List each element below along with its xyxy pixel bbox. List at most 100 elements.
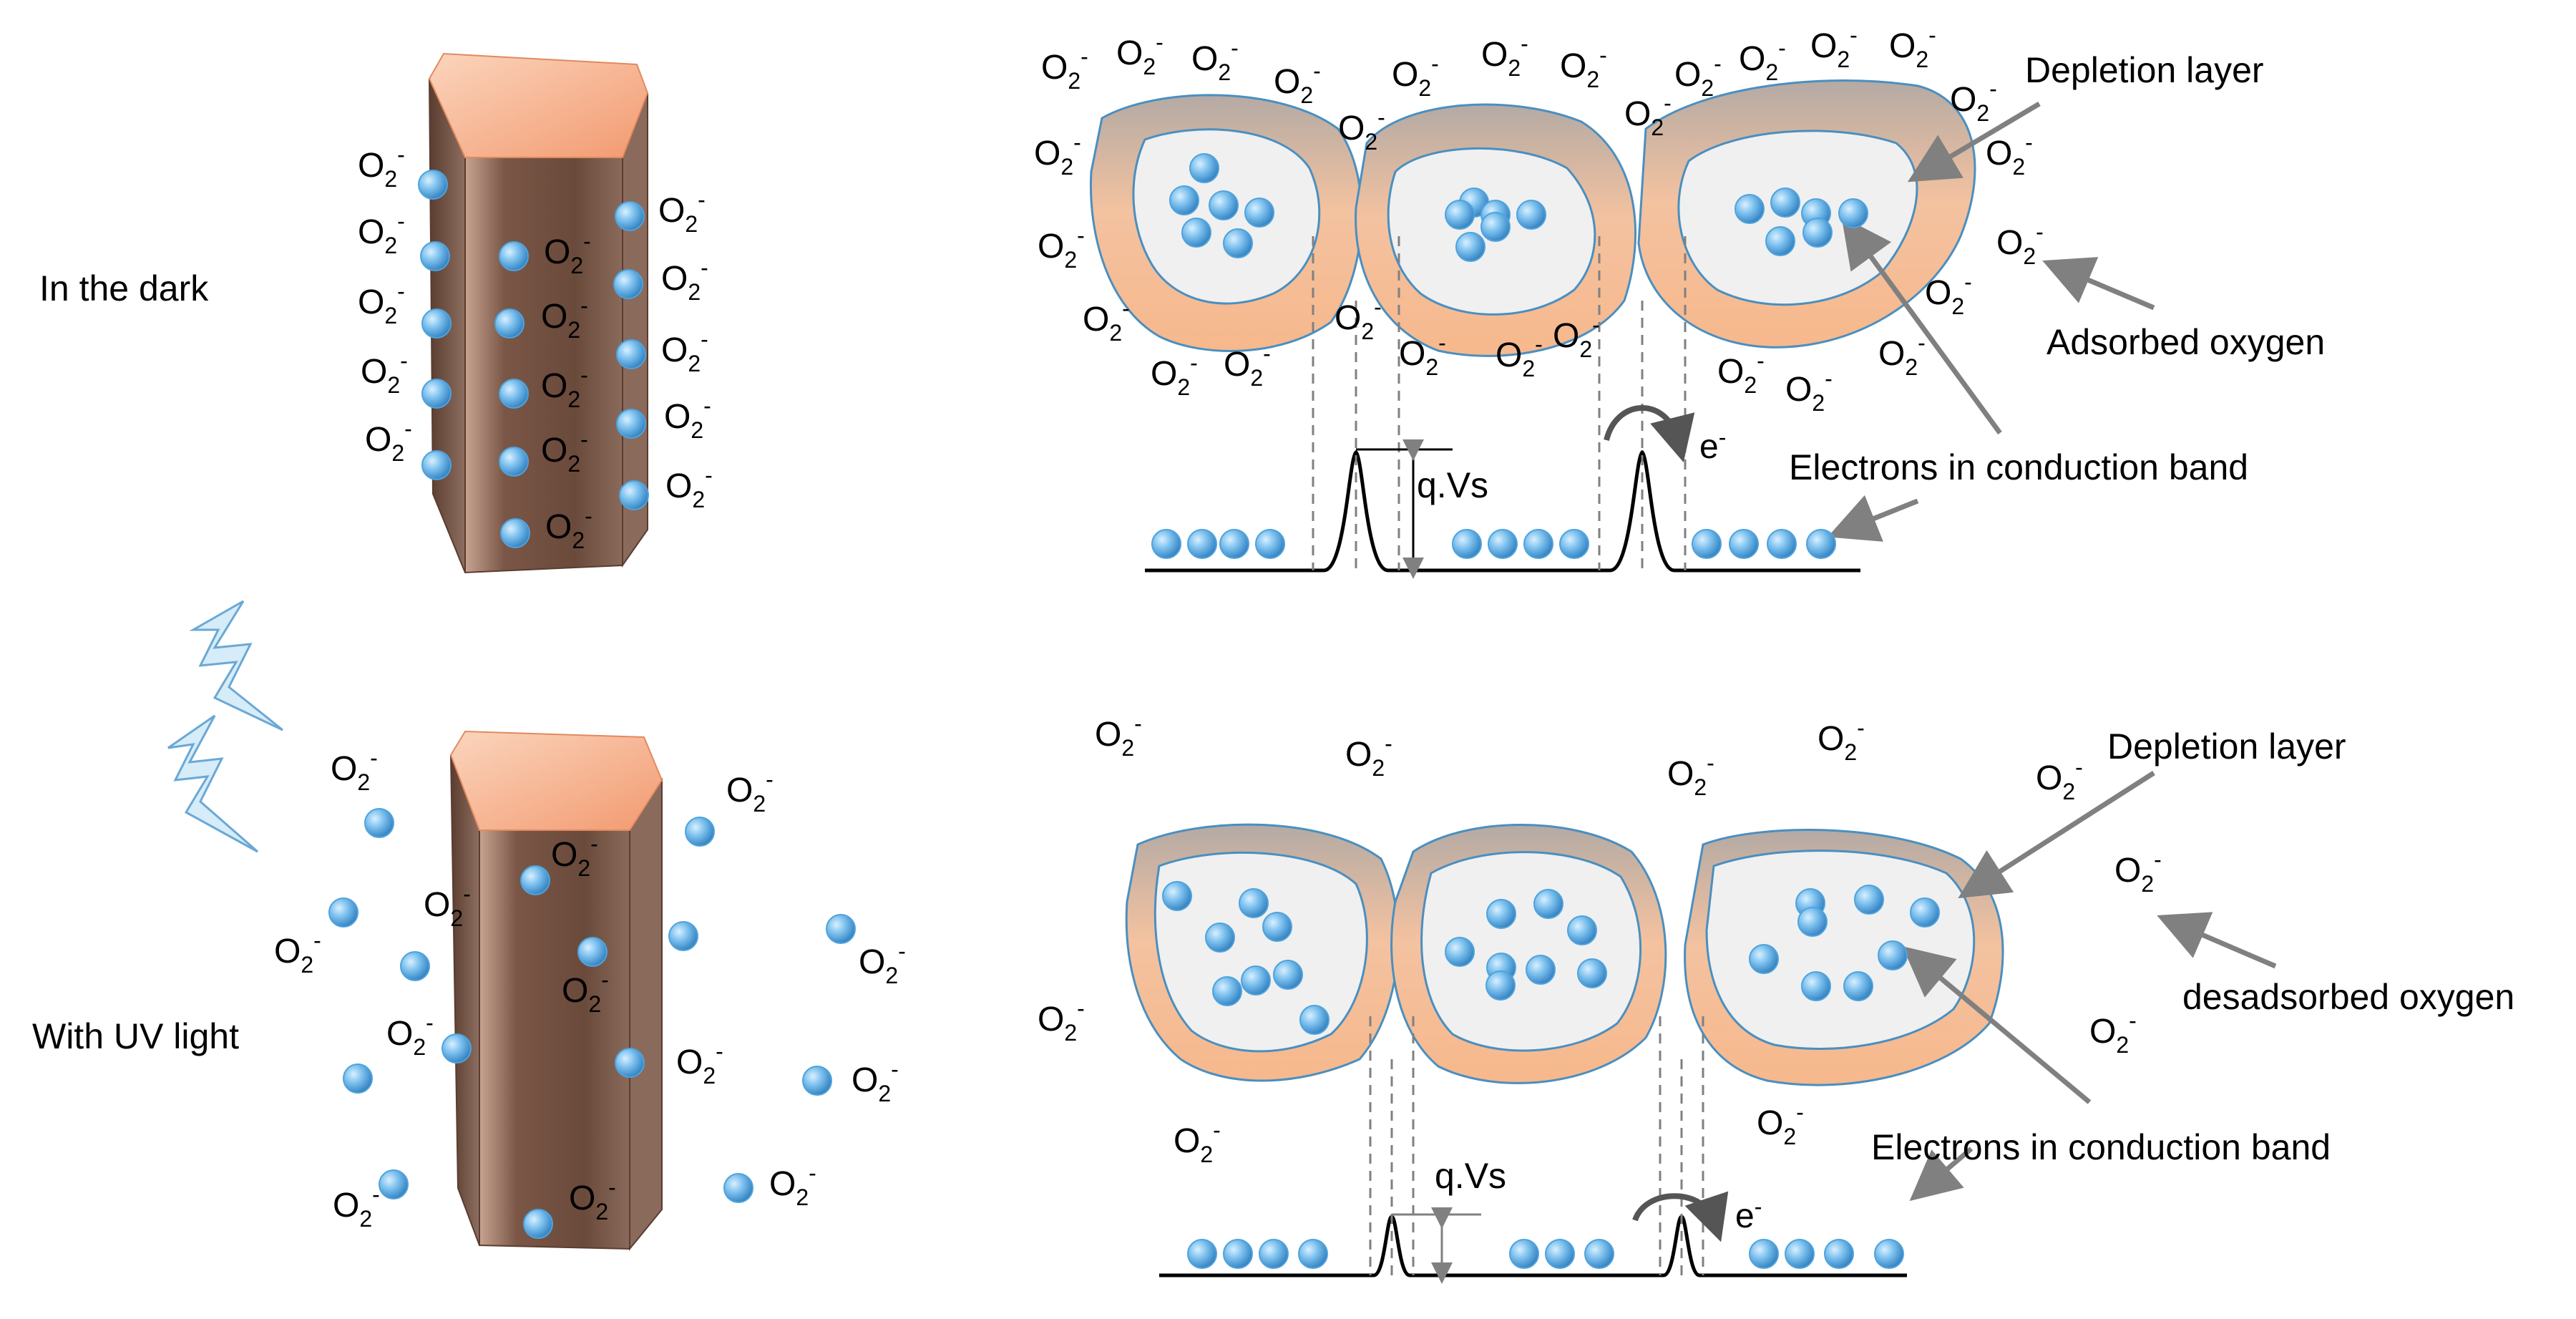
electron-dot	[499, 241, 529, 271]
electron-dot	[1241, 965, 1271, 996]
electron-dot	[400, 951, 430, 981]
oxygen-ion-label: O2-	[726, 766, 774, 817]
electron-dot	[619, 480, 649, 510]
oxygen-ion-label: O2-	[1274, 58, 1321, 108]
electron-dot	[1445, 200, 1475, 230]
oxygen-ion-label: O2-	[1560, 42, 1607, 92]
label-in-dark: In the dark	[39, 268, 209, 308]
electron-dot	[1785, 1239, 1815, 1269]
electron-dot	[1239, 888, 1269, 918]
oxygen-ion-label: O2-	[1041, 44, 1088, 94]
electron-dot	[1797, 907, 1828, 937]
oxygen-ion-label: O2-	[424, 881, 471, 931]
electron-dot	[685, 817, 715, 847]
oxygen-ion-label: O2-	[1191, 35, 1239, 85]
oxygen-ion-label: O2-	[562, 967, 609, 1017]
electron-dot	[1692, 529, 1722, 559]
oxygen-ion-label: O2-	[2089, 1008, 2137, 1058]
label-desadsorbed-oxygen: desadsorbed oxygen	[2182, 977, 2514, 1017]
oxygen-ion-label: O2-	[664, 393, 711, 443]
barrier-marker-top	[1356, 439, 1453, 579]
electron-dot	[1223, 1239, 1253, 1269]
uv-bolt-upper-icon	[189, 600, 283, 731]
electron-dot	[1526, 955, 1556, 985]
electron-dot	[1485, 970, 1516, 1001]
electron-dot	[1878, 940, 1908, 970]
oxygen-ion-label: O2-	[1174, 1117, 1221, 1167]
oxygen-ion-label: O2-	[1338, 104, 1385, 155]
grain-bottom-left	[1125, 823, 1400, 1082]
oxygen-ion-label: O2-	[661, 326, 708, 376]
electron-dot	[1223, 228, 1253, 258]
oxygen-ion-label: O2-	[1785, 366, 1833, 416]
electron-dot	[1735, 194, 1765, 224]
electron-dot	[1181, 218, 1211, 248]
oxygen-ion-label: O2-	[333, 1182, 380, 1232]
oxygen-ion-label: O2-	[361, 348, 408, 398]
electron-dot	[1767, 529, 1797, 559]
oxygen-ion-label: O2-	[551, 831, 598, 881]
grain-top-left	[1089, 94, 1363, 352]
oxygen-ion-label: O2-	[541, 427, 588, 477]
electron-dot	[1516, 200, 1546, 230]
label-depletion-bottom: Depletion layer	[2107, 726, 2346, 766]
electron-dot	[1255, 529, 1285, 559]
electron-dot	[421, 308, 452, 339]
oxygen-ion-label: O2-	[1116, 29, 1163, 79]
oxygen-ion-label: O2-	[1889, 22, 1936, 72]
oxygen-ion-label: O2-	[1151, 350, 1198, 400]
electron-dot	[420, 241, 450, 271]
electron-dot	[613, 269, 643, 299]
electron-dot	[1189, 153, 1219, 183]
oxygen-ion-label: O2-	[1038, 223, 1085, 273]
electron-dot	[1749, 944, 1779, 974]
electron-dot	[1843, 971, 1873, 1001]
electron-label-bottom: e-	[1735, 1194, 1762, 1235]
oxygen-ion-label: O2-	[1717, 348, 1765, 398]
electron-dot	[1729, 529, 1759, 559]
oxygen-ion-label: O2-	[1481, 31, 1528, 81]
oxygen-ion-label: O2-	[665, 462, 713, 512]
electron-dot	[441, 1033, 472, 1064]
electron-dot	[523, 1209, 553, 1239]
oxygen-ion-label: O2-	[386, 1010, 434, 1060]
electron-dot	[1298, 1239, 1328, 1269]
electron-dot	[379, 1169, 409, 1199]
oxygen-ion-label: O2-	[1674, 51, 1722, 101]
oxygen-labels: O2- O2- O2- O2- O2- O2- O2- O2- O2- O2- O2- O2- O2- O…	[274, 22, 2162, 1232]
rod-uv	[449, 730, 663, 1251]
electron-dot	[1187, 1239, 1217, 1269]
oxygen-ion-label: O2-	[1034, 130, 1081, 180]
label-barrier-bottom: q.Vs	[1435, 1156, 1506, 1196]
electron-dot	[1806, 529, 1836, 559]
electron-dot	[1509, 1239, 1539, 1269]
electron-dot	[1219, 529, 1249, 559]
electron-dot	[826, 914, 856, 944]
electron-dot	[1559, 529, 1589, 559]
oxygen-ion-label: O2-	[1224, 341, 1271, 391]
oxygen-ion-label: O2-	[1986, 130, 2033, 180]
electron-dot	[1802, 218, 1833, 248]
label-uv-light: With UV light	[32, 1016, 239, 1056]
electron-dot	[1854, 885, 1884, 915]
oxygen-ion-label: O2-	[331, 745, 378, 795]
oxygen-ion-label: O2-	[1095, 711, 1142, 761]
electron-dot	[418, 170, 448, 200]
oxygen-ion-label: O2-	[274, 928, 321, 978]
electron-dot	[1212, 976, 1242, 1006]
electron-dot	[1584, 1239, 1614, 1269]
electron-dot	[1187, 529, 1217, 559]
oxygen-ion-label: O2-	[859, 938, 906, 988]
label-depletion-top: Depletion layer	[2025, 50, 2264, 90]
oxygen-ion-label: O2-	[1392, 51, 1439, 101]
oxygen-ion-label: O2-	[1345, 731, 1392, 781]
electron-dot	[1533, 889, 1563, 919]
electron-dot	[1259, 1239, 1289, 1269]
pointer-arrows	[1828, 101, 2277, 1202]
electron-dot	[1838, 198, 1868, 228]
grain-bottom-middle	[1390, 824, 1667, 1084]
electron-dot	[1169, 185, 1199, 215]
oxygen-ion-label: O2-	[2036, 754, 2083, 804]
electron-dot	[1445, 937, 1475, 967]
electron-dot	[1455, 232, 1485, 262]
